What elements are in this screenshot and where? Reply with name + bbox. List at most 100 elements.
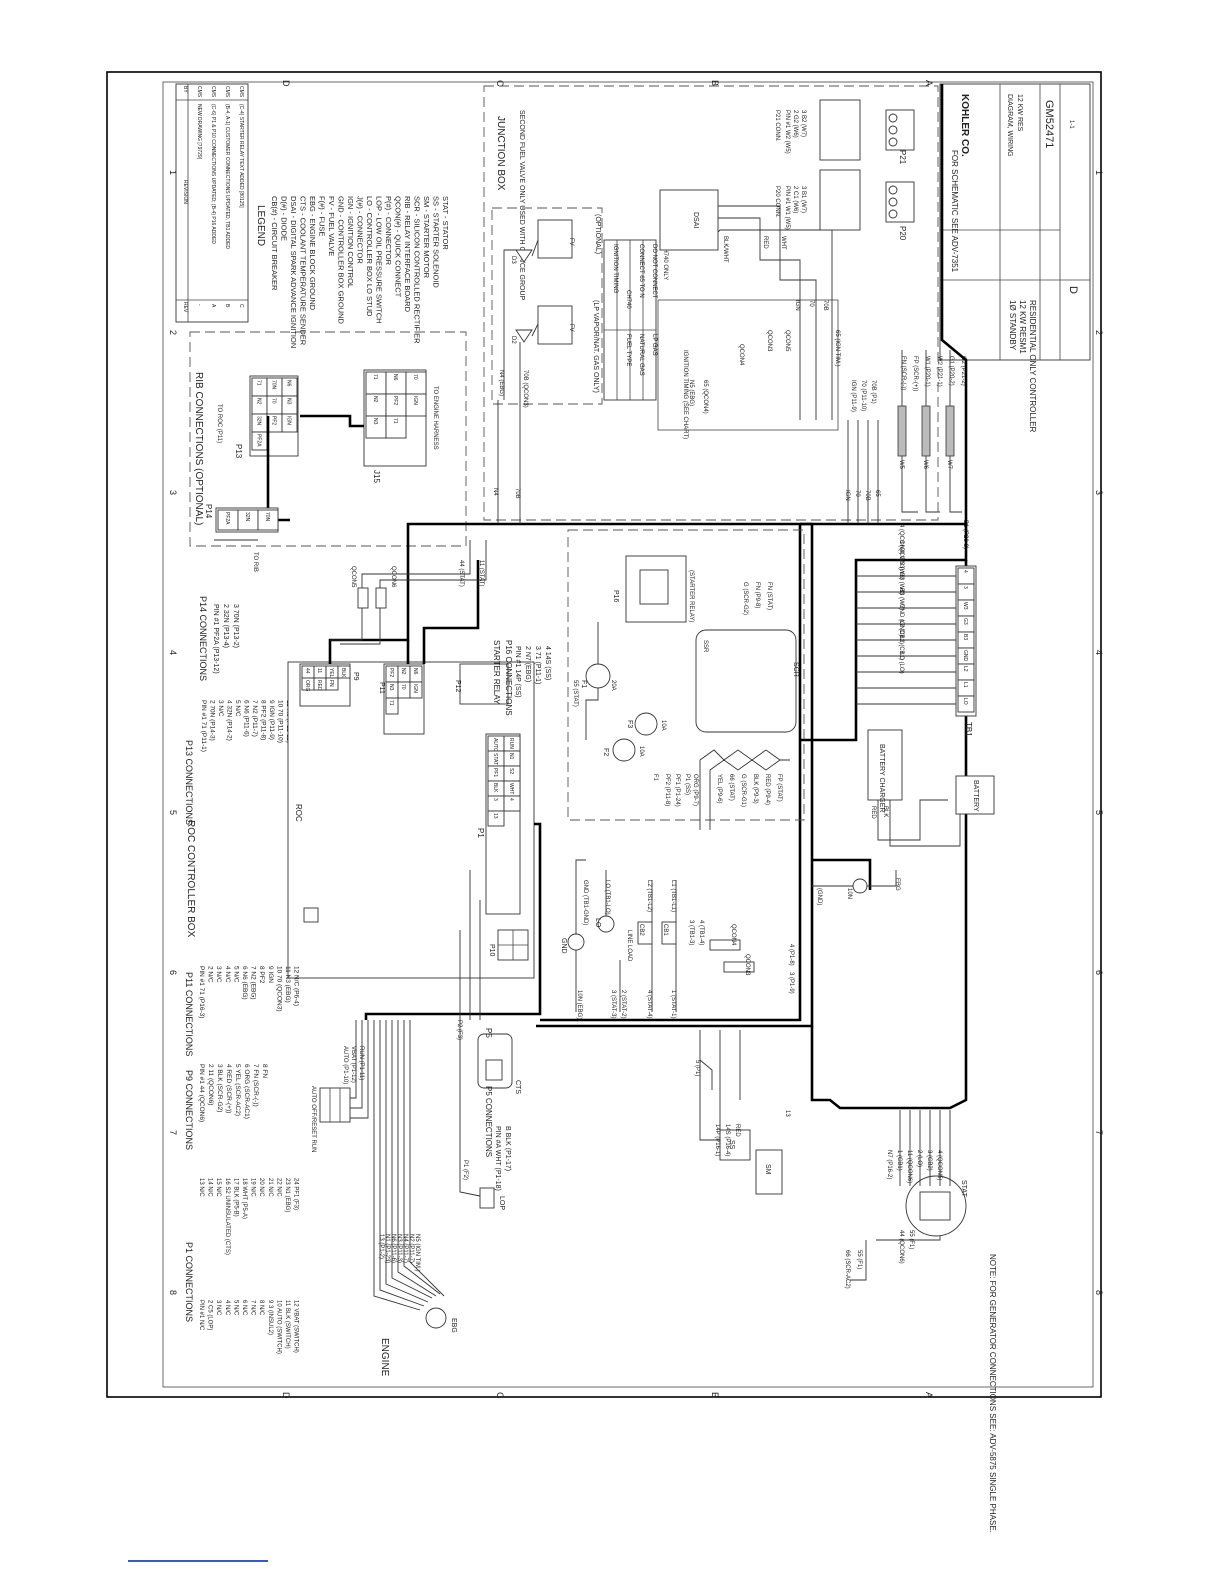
p14-cell bbox=[257, 509, 279, 531]
p13-pin: N6 bbox=[286, 380, 292, 387]
svg-text:1 (STAT-1): 1 (STAT-1) bbox=[670, 990, 676, 1018]
p9-row: 4 RED (SCR-(+)) bbox=[225, 1064, 232, 1113]
svg-text:N1 (P1-23): N1 (P1-23) bbox=[384, 1234, 390, 1263]
svg-text:EBG: EBG bbox=[894, 878, 900, 891]
p1-pin: AUTO bbox=[492, 738, 498, 752]
svg-text:REV: REV bbox=[182, 302, 188, 313]
svg-text:14S (P16-4): 14S (P16-4) bbox=[724, 1124, 730, 1156]
svg-text:FUEL TYPE: FUEL TYPE bbox=[625, 334, 631, 366]
p9-pin: YEL bbox=[328, 668, 334, 678]
revision-table: BY REVISION REV NEW DRAWING [79729] (C-6… bbox=[175, 83, 249, 323]
w5-lead bbox=[897, 405, 907, 457]
svg-text:CTS: CTS bbox=[514, 1080, 521, 1094]
svg-text:44 (QCON6): 44 (QCON6) bbox=[898, 1230, 904, 1264]
legend-item: CB(#) - CIRCUIT BREAKER bbox=[270, 196, 279, 291]
svg-text:TO ENGINE HARNESS: TO ENGINE HARNESS bbox=[432, 386, 438, 450]
svg-text:G1 (P20-2): G1 (P20-2) bbox=[948, 356, 954, 386]
p13-pin: 32N bbox=[256, 416, 262, 426]
legend-item: CTS - COOLANT TEMPERATURE SENDER bbox=[299, 196, 308, 346]
svg-text:FP (SCR-(+)): FP (SCR-(+)) bbox=[912, 356, 918, 391]
p1-pin: RUN bbox=[508, 738, 514, 749]
zone-left-7: 7 bbox=[168, 1130, 178, 1135]
tb1-pin: L1 bbox=[962, 682, 968, 688]
svg-text:J15: J15 bbox=[372, 470, 381, 483]
p1-row: 18 WHT (P5-A) bbox=[241, 1178, 247, 1219]
p13-pin: 70 bbox=[271, 398, 277, 404]
svg-text:CMS: CMS bbox=[196, 86, 202, 98]
p16-relay bbox=[625, 555, 687, 623]
p1-row: 8 N/C bbox=[258, 1300, 264, 1316]
legend-item: RIB - RELAY INTERFACE BOARD bbox=[403, 196, 412, 313]
svg-text:W7: W7 bbox=[946, 460, 952, 470]
ebg-ground: EBG 10N (GND) bbox=[812, 870, 900, 905]
svg-text:70B: 70B bbox=[864, 490, 870, 501]
p1-row: 4 N/C bbox=[224, 1300, 230, 1316]
starter-motor: SS SM 5 (P1) 13 14P (P16-1) 14S (P16-4) … bbox=[694, 1030, 790, 1195]
svg-text:3 (P1-9): 3 (P1-9) bbox=[788, 972, 794, 994]
engine-harness: EBG ENGINE 13 (P1-2) N1 (P1-23) N6 (P11-… bbox=[373, 1020, 457, 1377]
p11-pin: IGN bbox=[412, 684, 418, 693]
model-line-3: RESIDENTIAL ONLY CONTROLLER bbox=[1028, 300, 1037, 433]
svg-text:IGN (P11-9): IGN (P11-9) bbox=[850, 380, 856, 412]
svg-text:70: 70 bbox=[854, 490, 860, 497]
p9-connections-list: P9 CONNECTIONS PIN #1 44 (QCON6)2 11 (QC… bbox=[184, 1064, 268, 1150]
stator-connector: STAT N7 (P16-2) 1 (CB1) 11 (QCON6) 2 (LO… bbox=[844, 1110, 967, 1289]
fuel-valve-1 bbox=[537, 305, 573, 345]
svg-text:55 (STAT): 55 (STAT) bbox=[572, 680, 578, 707]
zone-left-2: 2 bbox=[168, 330, 178, 335]
size-letter: D bbox=[1067, 286, 1079, 294]
auto-off-run-switch: AUTO OFF/RESET RUN AUTO (P1-10) VBAT (P1… bbox=[310, 1020, 369, 1152]
junction-box: JUNCTION BOX SECOND FUEL VALVE ONLY USED… bbox=[483, 85, 939, 521]
svg-text:D3: D3 bbox=[510, 256, 516, 264]
inner-frame bbox=[162, 81, 1094, 1388]
legend-item: SS - STARTER SOLENOID bbox=[432, 196, 441, 288]
p1-pin: N1 bbox=[508, 753, 514, 760]
svg-text:PF2 (P11-8): PF2 (P11-8) bbox=[664, 774, 670, 806]
zone-right-7: 7 bbox=[1094, 1130, 1104, 1135]
zone-top-d: D bbox=[281, 80, 291, 87]
p14-connections-list: P14 CONNECTIONS PIN #1 PF2A (P13-12) 2 3… bbox=[198, 596, 239, 681]
j15-cell bbox=[385, 415, 407, 439]
svg-text:FN (SCR-(-)): FN (SCR-(-)) bbox=[900, 356, 906, 390]
svg-text:70B: 70B bbox=[822, 300, 828, 311]
svg-text:BLK (P9-3): BLK (P9-3) bbox=[752, 774, 758, 804]
svg-text:70B: 70B bbox=[514, 488, 520, 499]
stator-leads: W5 W6 W7 FN (SCR-(-)) FP (SCR-(+)) W1 (P… bbox=[897, 350, 968, 549]
svg-text:2 (STAT-2): 2 (STAT-2) bbox=[620, 990, 626, 1018]
legend-item: FV - FUEL VALVE bbox=[327, 196, 336, 256]
tb1-wire-label: L2 (CB2) bbox=[898, 620, 904, 644]
svg-text:F1: F1 bbox=[580, 680, 587, 688]
p9-cell bbox=[337, 665, 351, 679]
p9-row: 8 FN bbox=[261, 1064, 268, 1078]
p11-row: 5 N/C bbox=[232, 966, 239, 983]
j15-pin: 71 bbox=[392, 418, 398, 424]
p11-row: 11 N3 (EBG) bbox=[284, 966, 291, 1003]
svg-text:70 (P11-10): 70 (P11-10) bbox=[860, 380, 866, 411]
svg-text:5 (P1): 5 (P1) bbox=[694, 1060, 700, 1076]
p11-pin: 70 bbox=[400, 684, 406, 690]
svg-text:QCON3: QCON3 bbox=[744, 954, 750, 976]
p10-connector: P10 bbox=[488, 929, 529, 961]
p1-row: 14 N/C bbox=[207, 1178, 213, 1197]
svg-text:65: 65 bbox=[874, 490, 880, 497]
svg-text:RED: RED bbox=[762, 236, 768, 249]
j15-pin: 70 bbox=[412, 374, 418, 380]
svg-text:44 (STAT): 44 (STAT) bbox=[458, 560, 464, 587]
svg-text:3 B1 (W7): 3 B1 (W7) bbox=[800, 186, 806, 213]
svg-text:BATTERY: BATTERY bbox=[972, 780, 979, 812]
svg-text:10N: 10N bbox=[846, 888, 852, 899]
j15-pin: IGN bbox=[412, 396, 418, 405]
p1-row: 13 N/C bbox=[198, 1178, 204, 1197]
svg-text:CMS: CMS bbox=[238, 86, 244, 98]
p1-row: 9 3 (INSUL2) bbox=[267, 1300, 273, 1335]
zone-right-3: 3 bbox=[1094, 490, 1104, 495]
p9-cell bbox=[325, 677, 339, 691]
legend-item: F(#) - FUSE bbox=[318, 196, 327, 236]
zone-right-4: 4 bbox=[1094, 650, 1104, 655]
p9-pin: 44 bbox=[304, 668, 310, 674]
qcon5-qcon6: QCON5 QCON6 44 (STAT) 11 (STAT) bbox=[330, 540, 487, 645]
svg-text:NATURAL GAS: NATURAL GAS bbox=[638, 334, 644, 376]
svg-text:20A: 20A bbox=[610, 680, 616, 691]
